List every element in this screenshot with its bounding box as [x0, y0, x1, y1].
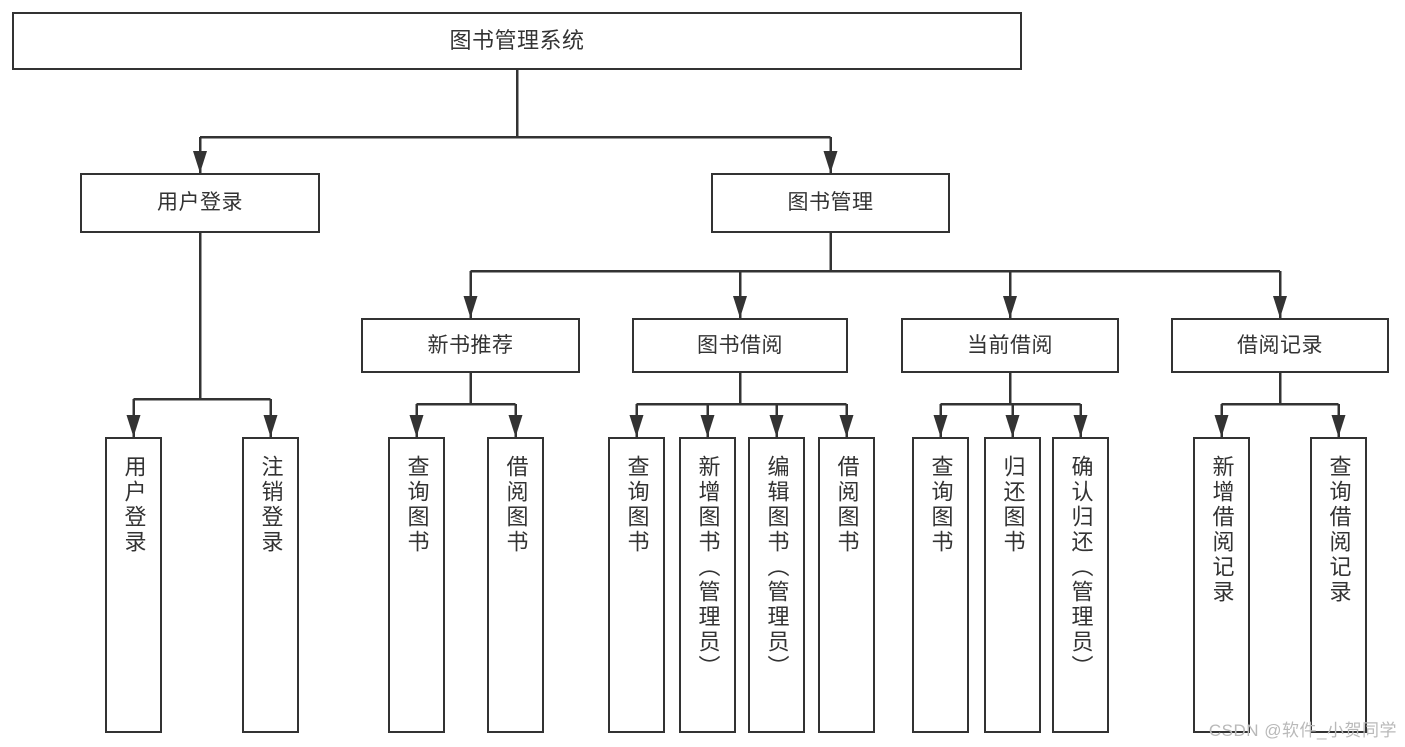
node-leaf-query-record[interactable]: 查询借阅记录 — [1310, 437, 1367, 733]
arrowhead-user-login-to-leaf-user-login — [126, 415, 141, 437]
csdn-watermark: CSDN @软件_小贺同学 — [1208, 721, 1397, 740]
node-label-leaf-add-book: 新增图书（管理员） — [695, 455, 721, 680]
node-leaf-query-book-3[interactable]: 查询图书 — [912, 437, 969, 733]
node-label-new-book-rec: 新书推荐 — [427, 333, 514, 357]
arrowhead-new-book-rec-to-leaf-borrow-book-1 — [508, 415, 523, 437]
arrowhead-root-to-user-login — [193, 151, 207, 173]
node-label-leaf-query-book-1: 查询图书 — [404, 455, 430, 555]
node-label-leaf-query-book-2: 查询图书 — [624, 455, 650, 555]
node-leaf-borrow-book-1[interactable]: 借阅图书 — [487, 437, 544, 733]
node-label-leaf-logout: 注销登录 — [258, 455, 284, 555]
node-leaf-add-record[interactable]: 新增借阅记录 — [1193, 437, 1250, 733]
node-label-leaf-return-book: 归还图书 — [1000, 455, 1026, 555]
node-leaf-return-book[interactable]: 归还图书 — [984, 437, 1041, 733]
node-label-user-login: 用户登录 — [157, 191, 243, 215]
node-book-manage[interactable]: 图书管理 — [711, 173, 950, 233]
node-label-leaf-add-record: 新增借阅记录 — [1209, 455, 1235, 605]
arrowhead-borrow-record-to-leaf-add-record — [1214, 415, 1229, 437]
arrowhead-book-manage-to-book-borrow — [733, 296, 747, 318]
node-current-borrow[interactable]: 当前借阅 — [901, 318, 1119, 373]
node-new-book-rec[interactable]: 新书推荐 — [361, 318, 580, 373]
node-label-leaf-query-record: 查询借阅记录 — [1326, 455, 1352, 605]
node-leaf-logout[interactable]: 注销登录 — [242, 437, 299, 733]
arrowhead-book-manage-to-new-book-rec — [463, 296, 478, 318]
node-label-leaf-edit-book: 编辑图书（管理员） — [764, 455, 790, 680]
node-label-current-borrow: 当前借阅 — [967, 333, 1053, 357]
arrowhead-book-borrow-to-leaf-add-book — [700, 415, 715, 437]
node-label-leaf-user-login: 用户登录 — [121, 455, 147, 555]
arrowhead-new-book-rec-to-leaf-query-book-1 — [409, 415, 424, 437]
node-leaf-add-book[interactable]: 新增图书（管理员） — [679, 437, 736, 733]
arrowhead-current-borrow-to-leaf-confirm-return — [1073, 415, 1088, 437]
node-borrow-record[interactable]: 借阅记录 — [1171, 318, 1389, 373]
node-book-borrow[interactable]: 图书借阅 — [632, 318, 848, 373]
arrowhead-current-borrow-to-leaf-query-book-3 — [933, 415, 948, 437]
node-label-leaf-confirm-return: 确认归还（管理员） — [1068, 455, 1094, 680]
arrowhead-root-to-book-manage — [823, 151, 838, 173]
node-label-book-borrow: 图书借阅 — [697, 333, 783, 357]
arrowhead-user-login-to-leaf-logout — [263, 415, 278, 437]
node-label-leaf-borrow-book-1: 借阅图书 — [503, 455, 529, 555]
arrowhead-book-borrow-to-leaf-borrow-book-2 — [839, 415, 854, 437]
arrowhead-book-borrow-to-leaf-query-book-2 — [629, 415, 644, 437]
arrowhead-book-manage-to-borrow-record — [1273, 296, 1287, 318]
node-leaf-query-book-1[interactable]: 查询图书 — [388, 437, 445, 733]
arrowhead-book-borrow-to-leaf-edit-book — [769, 415, 784, 437]
node-root[interactable]: 图书管理系统 — [12, 12, 1022, 70]
arrowhead-current-borrow-to-leaf-return-book — [1005, 415, 1020, 437]
node-label-borrow-record: 借阅记录 — [1237, 333, 1323, 357]
node-leaf-query-book-2[interactable]: 查询图书 — [608, 437, 665, 733]
node-leaf-borrow-book-2[interactable]: 借阅图书 — [818, 437, 875, 733]
node-leaf-edit-book[interactable]: 编辑图书（管理员） — [748, 437, 805, 733]
node-user-login[interactable]: 用户登录 — [80, 173, 320, 233]
arrowhead-book-manage-to-current-borrow — [1003, 296, 1017, 318]
node-label-leaf-borrow-book-2: 借阅图书 — [834, 455, 860, 555]
node-label-book-manage: 图书管理 — [787, 191, 874, 215]
arrowhead-borrow-record-to-leaf-query-record — [1331, 415, 1346, 437]
node-leaf-confirm-return[interactable]: 确认归还（管理员） — [1052, 437, 1109, 733]
node-label-leaf-query-book-3: 查询图书 — [928, 455, 954, 555]
node-leaf-user-login[interactable]: 用户登录 — [105, 437, 162, 733]
node-label-root: 图书管理系统 — [449, 27, 585, 53]
